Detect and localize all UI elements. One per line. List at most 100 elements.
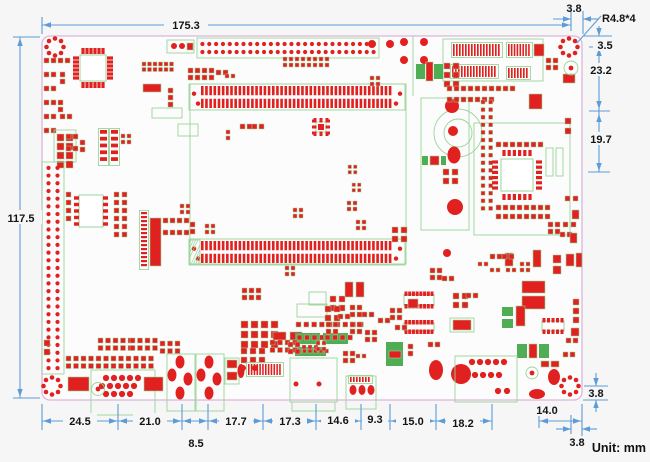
pad (65, 355, 72, 362)
pad (142, 83, 162, 93)
pad (43, 339, 51, 347)
pad (509, 141, 516, 148)
pad (72, 133, 79, 140)
pad (213, 253, 217, 263)
pad (480, 137, 486, 143)
pad (226, 371, 238, 381)
pad (268, 49, 273, 55)
pad (55, 204, 60, 209)
pad (280, 98, 283, 108)
pad (188, 83, 406, 111)
pad (521, 280, 546, 294)
pad (227, 49, 232, 55)
pad (550, 360, 560, 368)
pad-grid (442, 168, 459, 185)
pad (489, 44, 491, 56)
pad (400, 235, 408, 243)
pad-grid (443, 62, 460, 88)
pad (73, 363, 79, 369)
pad-grid (79, 139, 86, 153)
pad (526, 68, 528, 78)
label-mask (362, 411, 388, 425)
pad (357, 41, 362, 47)
pad (287, 341, 294, 348)
mounting-hole (44, 36, 66, 58)
pad-grid (292, 207, 304, 219)
pad (452, 66, 454, 77)
pad (300, 62, 306, 68)
pad (65, 207, 72, 214)
pad (503, 387, 511, 395)
pad (391, 226, 399, 234)
pad (567, 392, 573, 397)
pad (141, 228, 147, 231)
pad (560, 50, 566, 56)
pad (371, 336, 378, 343)
pad (217, 241, 221, 251)
pad (55, 265, 60, 271)
pad (282, 49, 287, 55)
pad (455, 66, 457, 77)
pad (141, 67, 147, 72)
pad (337, 49, 342, 55)
pad (307, 344, 313, 350)
pad (476, 66, 478, 77)
pad (46, 258, 51, 263)
pad (411, 329, 415, 334)
pad (65, 151, 74, 160)
pad (55, 289, 60, 294)
oval-pad (204, 386, 214, 400)
pad (79, 139, 86, 146)
pad (425, 61, 434, 82)
green-component (416, 64, 425, 79)
pad (46, 366, 51, 371)
pad (540, 360, 550, 368)
pad (301, 241, 304, 251)
pad (423, 320, 427, 325)
pad (288, 62, 294, 68)
pad (351, 182, 356, 187)
pad (355, 86, 359, 96)
pad (57, 57, 64, 64)
pad (140, 363, 147, 369)
silkscreen-outline (473, 122, 571, 236)
pad (234, 253, 237, 263)
pad (453, 44, 455, 56)
pad-grid (162, 229, 176, 236)
pad (561, 389, 567, 395)
pad (325, 131, 330, 135)
pad (55, 377, 61, 383)
pad (488, 137, 493, 143)
pad (137, 337, 143, 344)
pad (46, 196, 51, 201)
pad (267, 253, 271, 263)
label-mask (273, 413, 307, 427)
pad (356, 328, 363, 335)
pad (323, 41, 328, 47)
pad-grid (564, 117, 572, 135)
pad (230, 253, 233, 263)
pad (121, 199, 128, 206)
pad (537, 141, 544, 148)
pad (514, 68, 516, 78)
pad (509, 213, 516, 220)
label-mask (164, 16, 208, 31)
dimension-arrow (596, 28, 602, 36)
pad (226, 359, 238, 369)
pad (277, 339, 283, 346)
pad (415, 329, 419, 334)
pad-grid (287, 341, 301, 355)
pad (55, 350, 60, 355)
pad (103, 355, 109, 362)
pad (141, 220, 147, 223)
pad (118, 363, 124, 369)
pad (111, 157, 118, 161)
pad (234, 41, 239, 47)
pad-grid (572, 298, 580, 324)
pad (152, 337, 158, 344)
pad (55, 188, 60, 194)
pad (58, 50, 64, 56)
pad (429, 155, 440, 166)
pad (355, 225, 361, 231)
pad-grid (446, 85, 516, 92)
